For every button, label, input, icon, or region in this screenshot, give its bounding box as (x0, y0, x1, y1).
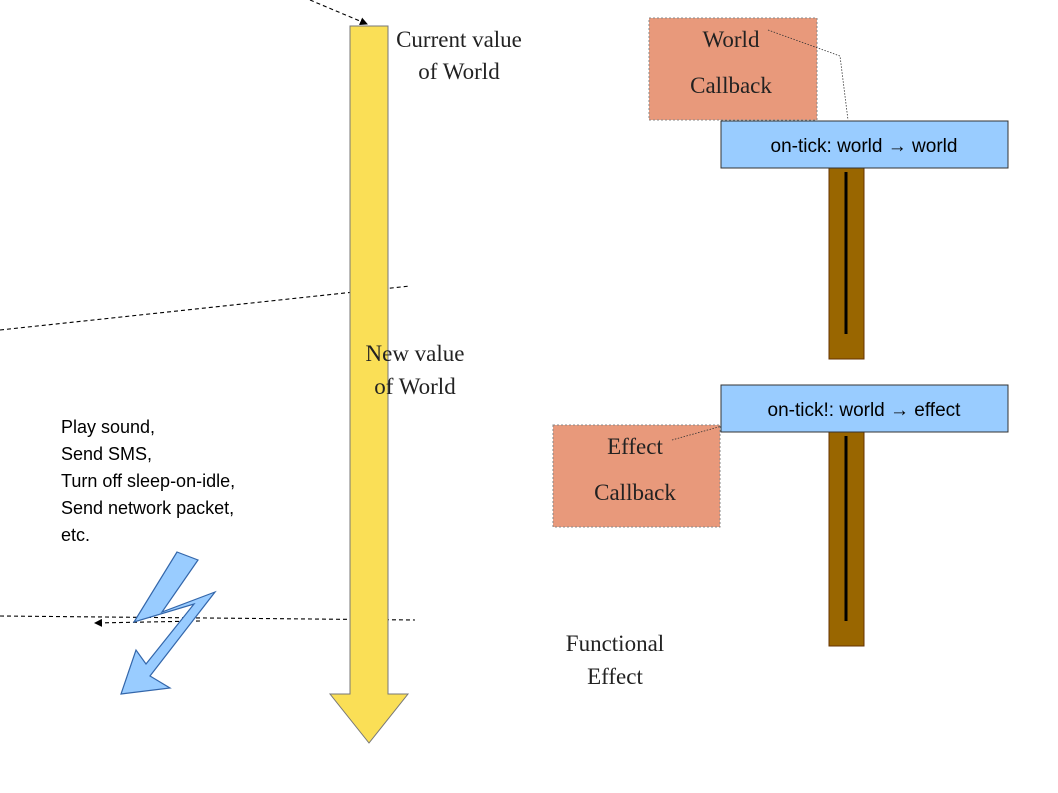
effects-list-item: Turn off sleep-on-idle, (61, 471, 235, 491)
effect-callback-label: Effect (607, 434, 663, 459)
new-value-label: New value (366, 341, 465, 366)
effect-callback-label-line2: Callback (594, 480, 676, 505)
effect-callback-box (552, 424, 721, 528)
effects-list: Play sound, Send SMS, Turn off sleep-on-… (61, 417, 235, 545)
lightning-bolt-icon (120, 551, 217, 695)
new-value-label-line2: of World (374, 374, 456, 399)
effect-signature-box (720, 384, 1009, 433)
world-timeline-arrow (328, 25, 410, 744)
effects-list-item: Play sound, (61, 417, 155, 437)
functional-effect-label: Functional (566, 631, 664, 656)
world-signature-text: on-tick: world → world (771, 136, 958, 157)
effects-list-item: Send network packet, (61, 498, 234, 518)
effects-list-item: Send SMS, (61, 444, 152, 464)
effect-callback-connector (671, 425, 723, 441)
world-callback-label: World (703, 27, 760, 52)
current-value-pointer (309, 0, 368, 25)
world-callback-box (648, 17, 818, 121)
world-tick-divider-line (0, 285, 411, 331)
effects-list-item: etc. (61, 525, 90, 545)
effect-divider-line (0, 615, 416, 621)
world-signature-box (720, 120, 1009, 169)
effect-signature-text: on-tick!: world → effect (768, 400, 962, 421)
current-value-label-line2: of World (418, 59, 500, 84)
world-callback-label-line2: Callback (690, 73, 772, 98)
current-value-label: Current value (396, 27, 522, 52)
functional-effect-label-line2: Effect (587, 664, 643, 689)
